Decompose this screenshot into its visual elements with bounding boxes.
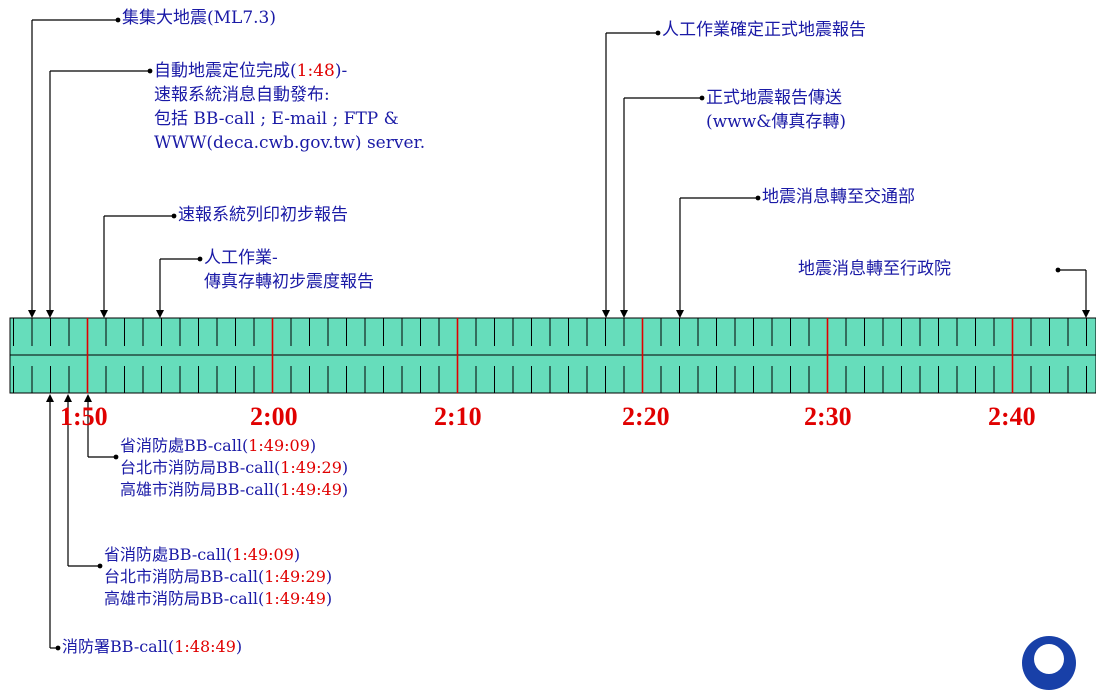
label-text: ) xyxy=(325,567,333,586)
agency-logo xyxy=(1022,636,1076,690)
label-line: 省消防處BB-call(1:49:09) xyxy=(120,435,348,457)
label-text: 高雄市消防局BB-call( xyxy=(120,480,281,499)
label-line: (www&傳真存轉) xyxy=(706,110,846,134)
label-text: WWW(deca.cwb.gov.tw) server. xyxy=(154,133,426,153)
timestamp-text: 1:49:49 xyxy=(280,480,342,499)
label-line: 人工作業確定正式地震報告 xyxy=(662,18,866,42)
label-line: 集集大地震(ML7.3) xyxy=(122,6,276,30)
event-label-manual-fax: 人工作業- 傳真存轉初步震度報告 xyxy=(204,246,374,294)
connector-dot xyxy=(113,454,119,460)
connector-dot xyxy=(655,30,661,36)
timeline-diagram xyxy=(9,17,1096,651)
label-text: (www&傳真存轉) xyxy=(706,112,847,132)
label-text: 省消防處BB-call( xyxy=(120,436,249,455)
label-text: 自動地震定位完成( xyxy=(154,61,297,81)
arrow-head xyxy=(64,394,72,402)
label-text: 速報系統消息自動發布: xyxy=(154,85,330,105)
event-label-report-sent: 正式地震報告傳送 (www&傳真存轉) xyxy=(706,86,846,134)
label-text: 台北市消防局BB-call( xyxy=(120,458,281,477)
label-text: )- xyxy=(334,61,348,81)
connector-dot xyxy=(755,195,761,201)
label-line: 高雄市消防局BB-call(1:49:49) xyxy=(104,588,332,610)
connector-dot xyxy=(699,95,705,101)
event-label-executive-yuan: 地震消息轉至行政院 xyxy=(798,257,951,281)
time-label-1-50: 1:50 xyxy=(60,402,108,431)
label-line: 傳真存轉初步震度報告 xyxy=(204,270,374,294)
label-line: 速報系統列印初步報告 xyxy=(178,203,348,227)
time-label-2-10: 2:10 xyxy=(434,402,482,431)
connector-dot xyxy=(171,213,177,219)
arrow-head xyxy=(676,310,684,318)
connector-dot xyxy=(147,68,153,74)
event-label-fire-bbcall-group-1: 省消防處BB-call(1:49:09)台北市消防局BB-call(1:49:2… xyxy=(120,435,348,501)
timestamp-text: 1:49:29 xyxy=(264,567,326,586)
arrow-head xyxy=(28,310,36,318)
label-text: ) xyxy=(309,436,317,455)
label-text: 地震消息轉至交通部 xyxy=(762,187,915,207)
arrow-head xyxy=(100,310,108,318)
label-text: 消防署BB-call( xyxy=(62,637,175,656)
label-line: 包括 BB-call ; E-mail ; FTP & xyxy=(154,107,425,131)
connector-lines xyxy=(28,17,1090,651)
label-line: 消防署BB-call(1:48:49) xyxy=(62,636,242,658)
label-line: 人工作業- xyxy=(204,246,374,270)
timestamp-text: 1:48 xyxy=(296,61,335,81)
label-text: ) xyxy=(341,480,349,499)
connector-dot xyxy=(97,563,103,569)
label-text: ) xyxy=(341,458,349,477)
label-line: 自動地震定位完成(1:48)- xyxy=(154,59,425,83)
label-line: 地震消息轉至行政院 xyxy=(798,257,951,281)
arrow-head xyxy=(46,394,54,402)
connector-dot xyxy=(1055,267,1061,273)
arrow-head xyxy=(1082,310,1090,318)
label-line: 速報系統消息自動發布: xyxy=(154,83,425,107)
event-label-print-report: 速報系統列印初步報告 xyxy=(178,203,348,227)
event-label-earthquake: 集集大地震(ML7.3) xyxy=(122,6,276,30)
label-text: 省消防處BB-call( xyxy=(104,545,233,564)
event-label-fire-bbcall-group-2: 省消防處BB-call(1:49:09)台北市消防局BB-call(1:49:2… xyxy=(104,544,332,610)
label-line: 省消防處BB-call(1:49:09) xyxy=(104,544,332,566)
label-text: 包括 BB-call ; E-mail ; FTP & xyxy=(154,109,399,129)
timestamp-text: 1:49:29 xyxy=(280,458,342,477)
time-label-2-00: 2:00 xyxy=(250,402,298,431)
label-line: 地震消息轉至交通部 xyxy=(762,185,915,209)
label-text: 集集大地震(ML7.3) xyxy=(122,8,276,28)
timestamp-text: 1:49:49 xyxy=(264,589,326,608)
time-label-2-30: 2:30 xyxy=(804,402,852,431)
time-label-2-40: 2:40 xyxy=(988,402,1036,431)
label-text: 人工作業- xyxy=(204,248,278,268)
connector-dot xyxy=(115,17,121,23)
label-text: 傳真存轉初步震度報告 xyxy=(204,272,374,292)
label-text: ) xyxy=(235,637,243,656)
label-text: 速報系統列印初步報告 xyxy=(178,205,348,225)
time-label-2-20: 2:20 xyxy=(622,402,670,431)
timeline-ticks xyxy=(13,318,1087,393)
event-label-auto-location: 自動地震定位完成(1:48)-速報系統消息自動發布: 包括 BB-call ; E… xyxy=(154,59,425,155)
arrow-head xyxy=(46,310,54,318)
label-text: 正式地震報告傳送 xyxy=(706,88,842,108)
label-text: 台北市消防局BB-call( xyxy=(104,567,265,586)
label-text: ) xyxy=(293,545,301,564)
connector-dot xyxy=(197,256,203,262)
label-line: 台北市消防局BB-call(1:49:29) xyxy=(120,457,348,479)
arrow-head xyxy=(620,310,628,318)
label-line: 台北市消防局BB-call(1:49:29) xyxy=(104,566,332,588)
label-line: WWW(deca.cwb.gov.tw) server. xyxy=(154,131,425,155)
arrow-head xyxy=(156,310,164,318)
event-label-transport-ministry: 地震消息轉至交通部 xyxy=(762,185,915,209)
label-text: 地震消息轉至行政院 xyxy=(798,259,951,279)
label-text: 人工作業確定正式地震報告 xyxy=(662,20,866,40)
label-text: ) xyxy=(325,589,333,608)
timestamp-text: 1:48:49 xyxy=(174,637,236,656)
timestamp-text: 1:49:09 xyxy=(248,436,310,455)
arrow-head xyxy=(84,394,92,402)
event-label-fire-dept-bbcall: 消防署BB-call(1:48:49) xyxy=(62,636,242,658)
label-text: 高雄市消防局BB-call( xyxy=(104,589,265,608)
connector-dot xyxy=(55,645,61,651)
timestamp-text: 1:49:09 xyxy=(232,545,294,564)
label-line: 高雄市消防局BB-call(1:49:49) xyxy=(120,479,348,501)
arrow-head xyxy=(602,310,610,318)
event-label-official-report: 人工作業確定正式地震報告 xyxy=(662,18,866,42)
label-line: 正式地震報告傳送 xyxy=(706,86,846,110)
